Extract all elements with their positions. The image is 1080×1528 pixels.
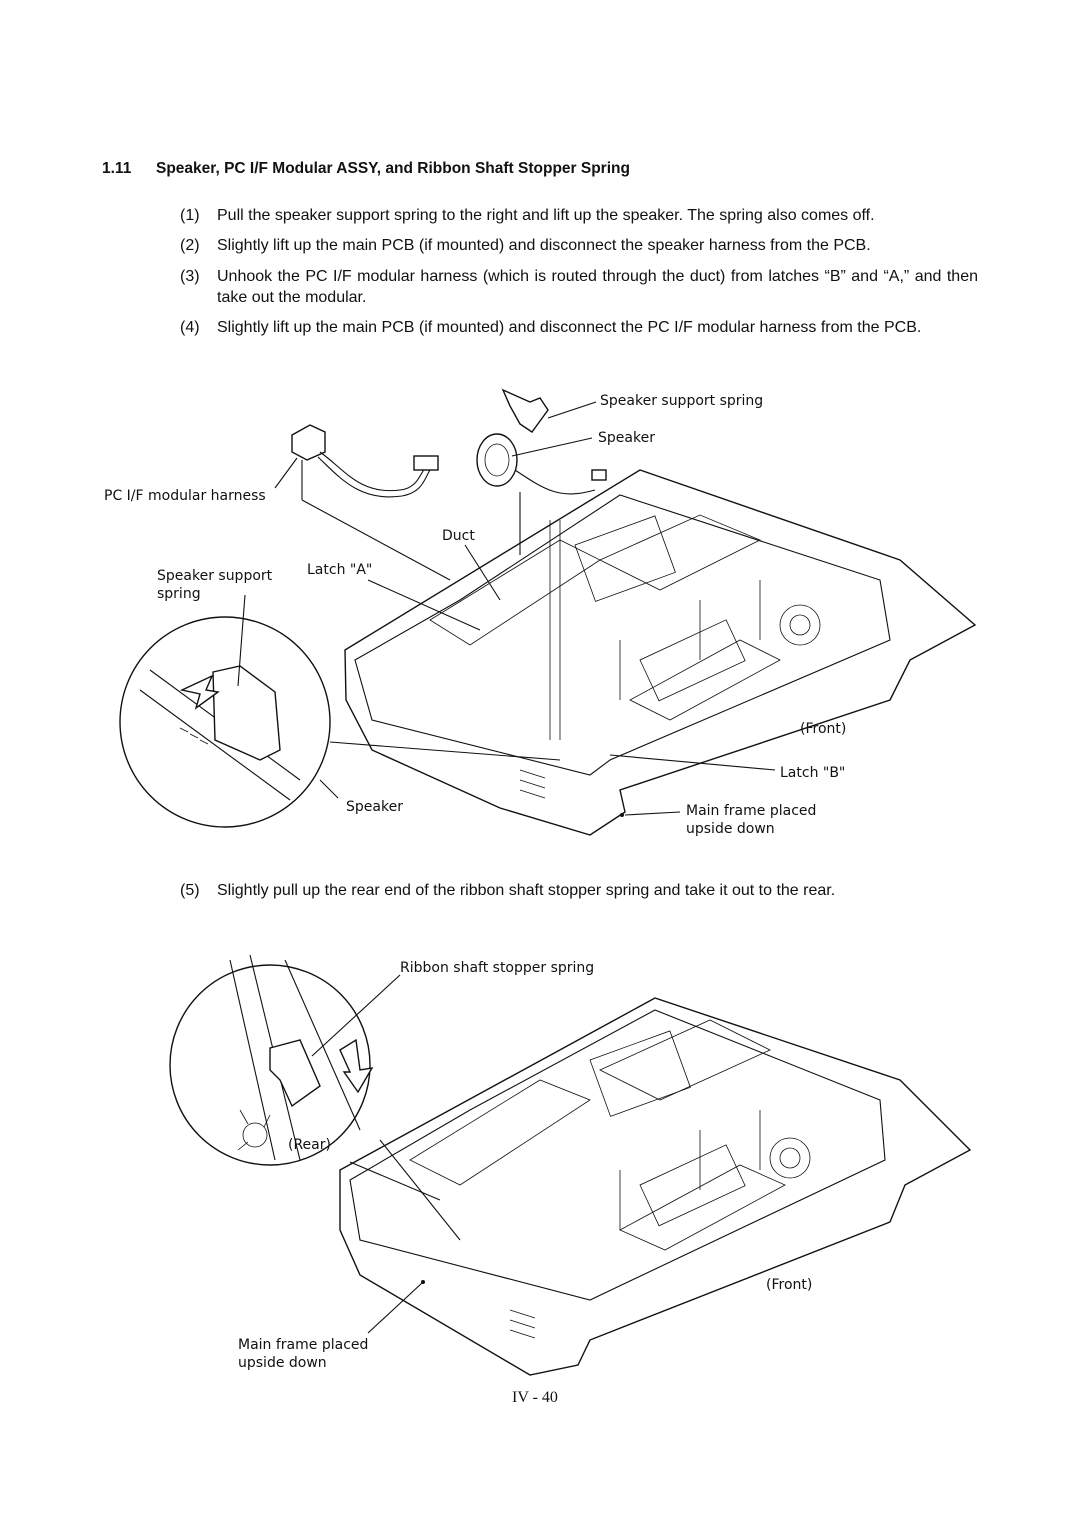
step-text: Unhook the PC I/F modular harness (which…: [217, 268, 978, 306]
step-number: (1): [180, 207, 200, 224]
step-text: Slightly lift up the main PCB (if mounte…: [217, 237, 871, 254]
label-latch-b: Latch "B": [780, 765, 846, 781]
label-speaker-support-line2: spring: [157, 586, 201, 602]
section-title: Speaker, PC I/F Modular ASSY, and Ribbon…: [156, 160, 630, 177]
label-speaker-support-spring: Speaker support spring: [600, 393, 764, 409]
section-number: 1.11: [102, 160, 132, 177]
label-main-frame-2-line1: Main frame placed: [238, 1337, 369, 1353]
step-number: (4): [180, 319, 200, 336]
step-3: (3) Unhook the PC I/F modular harness (w…: [180, 266, 978, 308]
step-4: (4) Slightly lift up the main PCB (if mo…: [180, 317, 978, 338]
label-rear: (Rear): [288, 1137, 331, 1153]
step-text: Slightly pull up the rear end of the rib…: [217, 882, 836, 899]
step-number: (2): [180, 237, 200, 254]
label-front-2: (Front): [766, 1277, 813, 1293]
section-heading: 1.11 Speaker, PC I/F Modular ASSY, and Ri…: [102, 160, 630, 178]
step-2: (2) Slightly lift up the main PCB (if mo…: [180, 235, 978, 256]
step-number: (5): [180, 882, 200, 899]
step-number: (3): [180, 268, 200, 285]
label-speaker-support-line1: Speaker support: [157, 568, 273, 584]
label-speaker-bottom: Speaker: [346, 799, 403, 815]
step-text: Pull the speaker support spring to the r…: [217, 207, 875, 224]
step-1: (1) Pull the speaker support spring to t…: [180, 205, 978, 226]
label-main-frame-line2: upside down: [686, 821, 775, 837]
label-main-frame-line1: Main frame placed: [686, 803, 817, 819]
label-ribbon-shaft-stopper-spring: Ribbon shaft stopper spring: [400, 960, 595, 976]
label-main-frame-2-line2: upside down: [238, 1355, 327, 1371]
label-front: (Front): [800, 721, 847, 737]
label-speaker: Speaker: [598, 430, 655, 446]
label-pc-if-modular-harness: PC I/F modular harness: [104, 488, 266, 504]
label-latch-a: Latch "A": [307, 562, 373, 578]
step-text: Slightly lift up the main PCB (if mounte…: [217, 319, 922, 336]
page-number: IV - 40: [512, 1389, 558, 1406]
label-duct: Duct: [442, 528, 475, 544]
step-5: (5) Slightly pull up the rear end of the…: [180, 880, 978, 901]
